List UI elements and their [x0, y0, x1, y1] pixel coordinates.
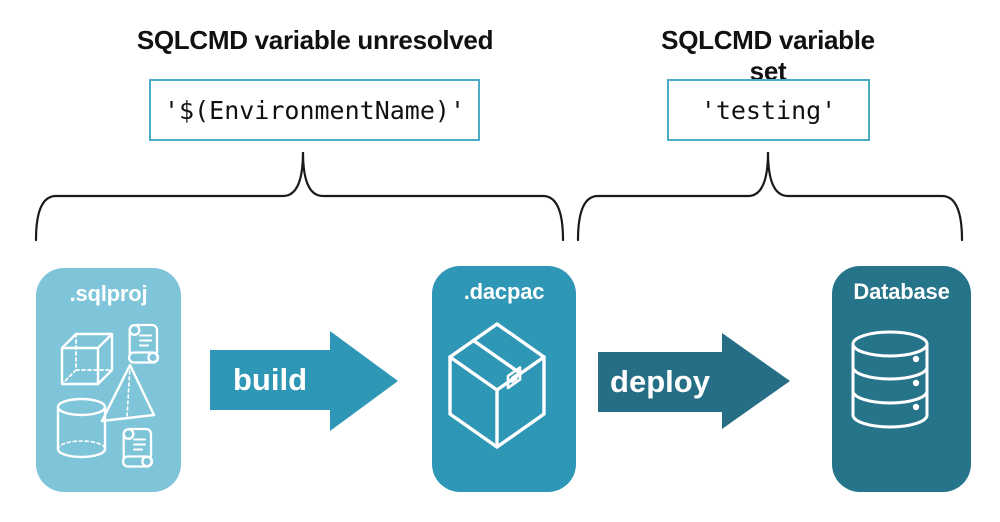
heading-sqlcmd-set: SQLCMD variable set [661, 25, 875, 86]
code-box-environment-variable: '$(EnvironmentName)' [149, 79, 480, 141]
database-cylinder-icon [851, 330, 929, 429]
package-box-icon [448, 322, 546, 449]
code-box-testing-value: 'testing' [667, 79, 870, 141]
code-text-testing-value: 'testing' [700, 95, 837, 125]
deploy-arrow-label: deploy [610, 364, 710, 399]
left-brace-icon [34, 151, 565, 242]
package-label-icon [506, 366, 522, 390]
code-text-environment-variable: '$(EnvironmentName)' [163, 95, 466, 125]
sql-project-objects-icon [56, 323, 160, 468]
cube-icon [60, 332, 114, 386]
sql-script-icon [127, 323, 160, 364]
pyramid-icon [100, 363, 156, 423]
node-database: Database [832, 266, 971, 492]
heading-sqlcmd-unresolved: SQLCMD variable unresolved [136, 25, 494, 55]
sql-script-icon [121, 427, 154, 468]
node-sqlproj-label: .sqlproj [69, 281, 148, 306]
node-dacpac: .dacpac [432, 266, 576, 492]
build-arrow-label: build [232, 362, 308, 397]
node-sqlproj: .sqlproj [36, 268, 181, 492]
right-brace-icon [576, 151, 964, 242]
node-database-label: Database [853, 279, 950, 304]
cylinder-icon [56, 397, 107, 459]
node-dacpac-label: .dacpac [463, 279, 545, 304]
